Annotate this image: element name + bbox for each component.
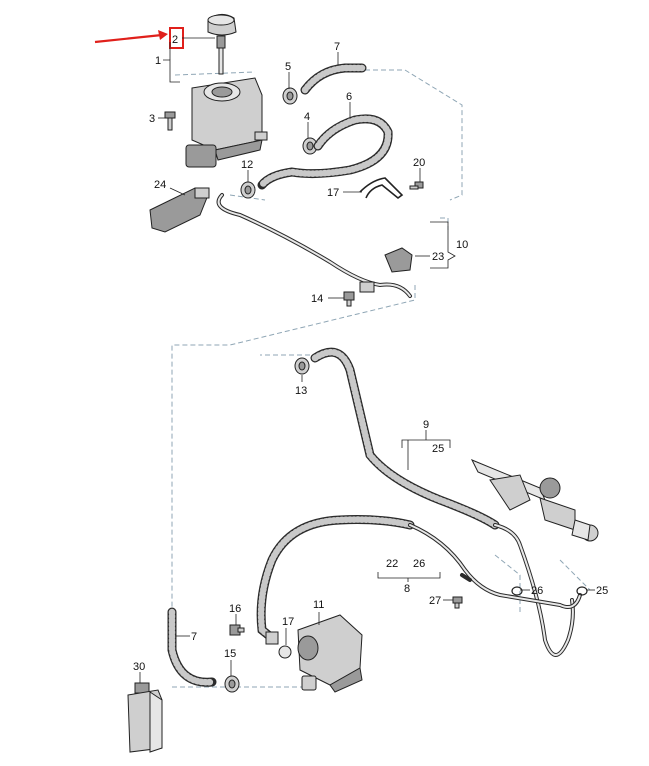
hose-clamp-13 <box>294 357 310 375</box>
callout-6: 6 <box>346 91 352 103</box>
bolt-14 <box>343 291 355 307</box>
o-ring-25 <box>576 586 588 596</box>
steering-rack <box>470 459 599 542</box>
callout-17-mid: 22 <box>386 558 398 570</box>
assembly-boundary-lines <box>171 69 591 688</box>
hose-clamp-12 <box>240 181 256 199</box>
return-hose-6 <box>257 114 393 190</box>
callout-9: 9 <box>423 419 429 431</box>
callout-25-top: 25 <box>432 443 444 455</box>
retaining-clip-20 <box>359 177 404 200</box>
callout-labels: 2 1 3 5 4 7 6 12 20 17 24 10 23 14 13 9 … <box>133 34 608 673</box>
callout-7-bottom: 7 <box>191 631 197 643</box>
pressure-line-pipe <box>256 515 582 643</box>
reservoir-cap <box>207 14 237 75</box>
callout-14: 14 <box>311 293 323 305</box>
pressure-hose-9 <box>310 347 575 657</box>
bolt-16 <box>229 624 245 636</box>
callout-5: 5 <box>285 61 291 73</box>
callout-15: 15 <box>224 648 236 660</box>
suction-hose-7-bottom <box>167 607 217 687</box>
hose-clamp-4 <box>302 137 318 155</box>
callout-10: 11 <box>313 599 324 611</box>
callout-2: 2 <box>172 34 178 46</box>
callout-22: 20 <box>413 157 425 169</box>
callout-27: 27 <box>429 595 441 607</box>
callout-30: 30 <box>133 661 145 673</box>
callout-16: 16 <box>229 603 241 615</box>
hose-clamp-15 <box>224 675 240 693</box>
bolt-22 <box>409 181 424 190</box>
bolt-27 <box>452 596 463 609</box>
steering-pump <box>265 614 363 693</box>
callout-26-mid: 26 <box>413 558 425 570</box>
fluid-bottle <box>127 682 163 753</box>
callout-23: 23 <box>432 251 444 263</box>
suction-hose-7-top <box>300 63 367 95</box>
callout-11: 10 <box>456 239 468 251</box>
callout-12: 12 <box>241 159 253 171</box>
callout-4: 4 <box>304 111 310 123</box>
callout-26-right: 26 <box>531 585 543 597</box>
callout-7-top: 7 <box>334 41 340 53</box>
o-ring-26 <box>511 586 523 596</box>
callout-8: 8 <box>404 583 410 595</box>
callout-20: 17 <box>327 187 339 199</box>
bolt-3 <box>164 111 176 131</box>
bracket-23 <box>384 247 413 273</box>
callout-3: 3 <box>149 113 155 125</box>
callout-24: 24 <box>154 179 166 191</box>
leader-lines <box>139 37 595 683</box>
fluid-reservoir <box>185 77 268 168</box>
callout-25-right: 25 <box>596 585 608 597</box>
bracket-24 <box>149 187 210 233</box>
highlight-arrow <box>94 30 168 44</box>
return-line-pipe <box>216 193 412 298</box>
hose-clamp-5 <box>282 87 298 105</box>
callout-17-bottom: 17 <box>282 616 294 628</box>
callout-13: 13 <box>295 385 307 397</box>
callout-1: 1 <box>155 55 161 67</box>
